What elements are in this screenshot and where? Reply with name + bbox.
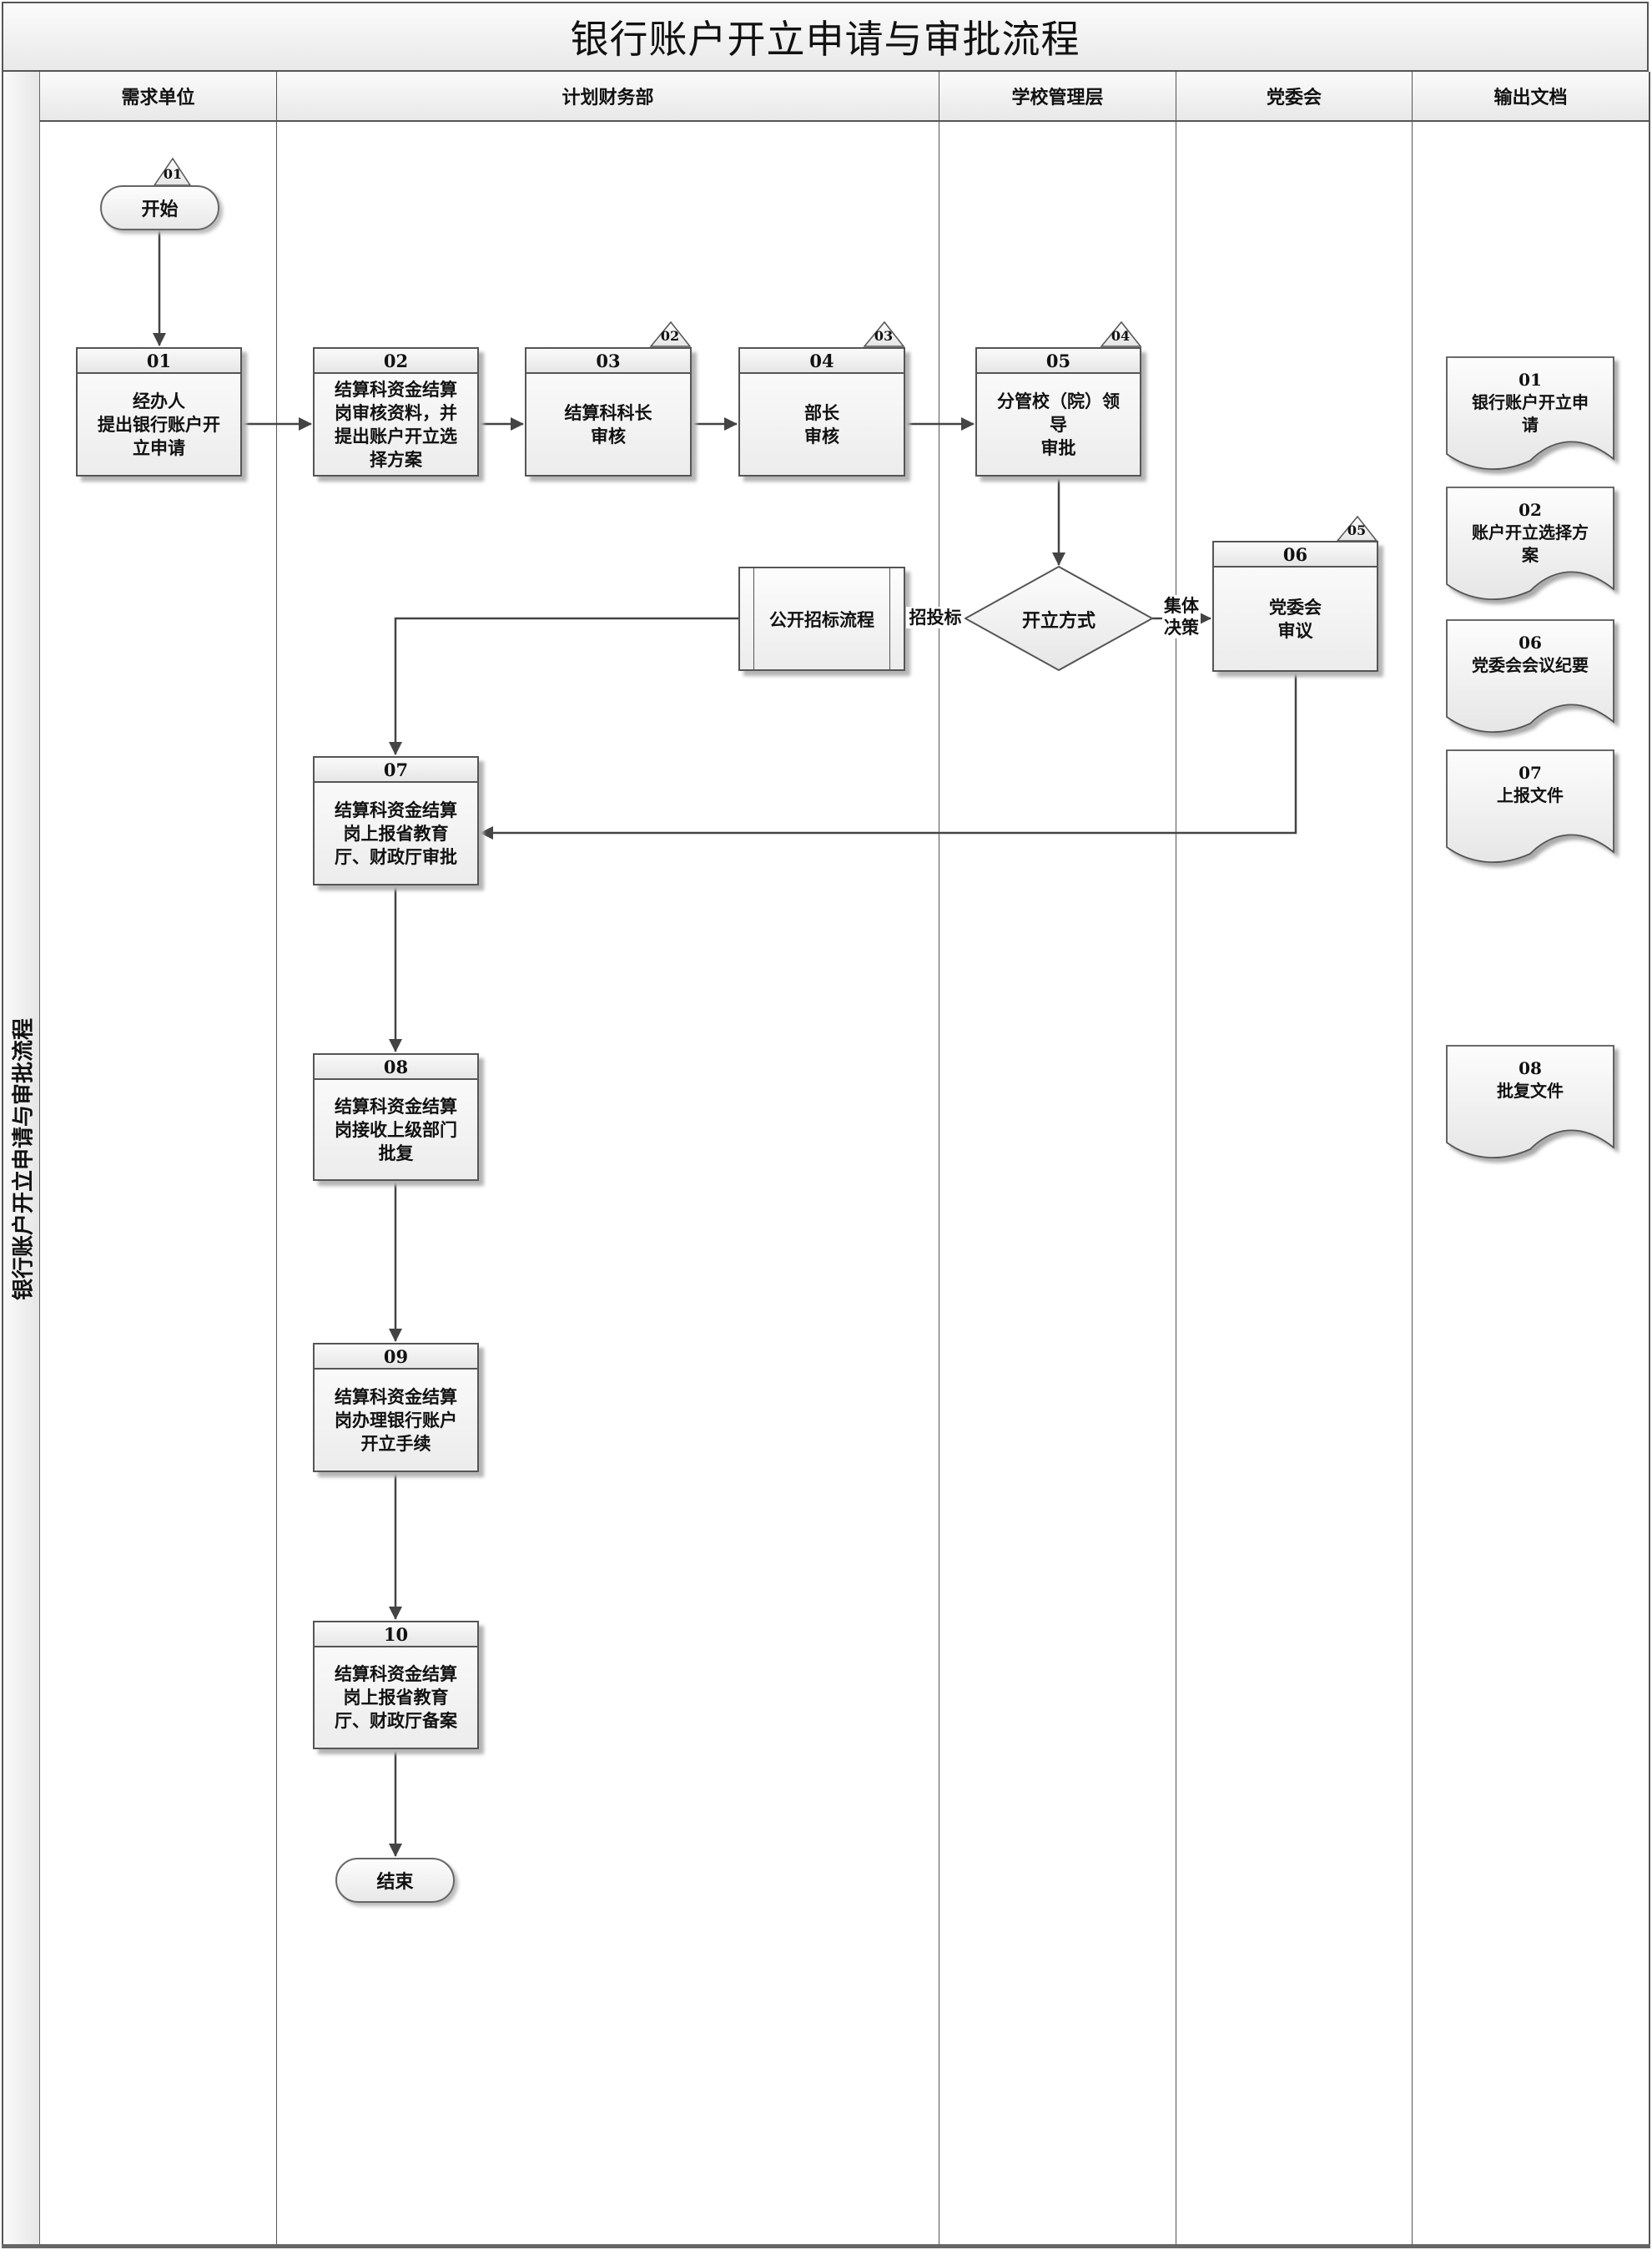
tag-06-text: 05 (1347, 522, 1367, 538)
lane-output-documents (1413, 122, 1650, 2247)
process-step-01[interactable]: 01 经办人 提出银行账户开 立申请 (76, 347, 242, 477)
step-text: 结算科资金结算 岗审核资料，并 提出账户开立选 择方案 (335, 378, 457, 470)
process-step-05[interactable]: 05 分管校（院）领 导 审批 (975, 347, 1141, 477)
output-document-label: 01 银行账户开立申 请 (1472, 370, 1589, 435)
tag-start-text: 01 (163, 166, 183, 182)
step-text: 结算科资金结算 岗办理银行账户 开立手续 (335, 1385, 457, 1454)
start-terminator[interactable]: 开始 (100, 185, 219, 230)
process-step-09[interactable]: 09 结算科资金结算 岗办理银行账户 开立手续 (313, 1343, 479, 1472)
output-document-label: 06 党委会会议纪要 (1472, 633, 1589, 675)
step-number: 05 (977, 349, 1140, 374)
step-text: 党委会 审议 (1269, 596, 1322, 641)
edge-label-collective-decision: 集体 决策 (1162, 595, 1201, 638)
lane-header-label: 输出文档 (1493, 87, 1568, 108)
lane-header-party-committee: 党委会 (1176, 72, 1413, 122)
step-text: 结算科资金结算 岗上报省教育 厅、财政厅备案 (335, 1663, 457, 1731)
lane-header-label: 学校管理层 (1011, 87, 1104, 108)
diagram-title: 银行账户开立申请与审批流程 (570, 17, 1080, 62)
output-document-label: 08 批复文件 (1497, 1058, 1564, 1101)
step-number: 04 (740, 349, 904, 374)
pool-label: 银行账户开立申请与审批流程 (2, 72, 40, 2247)
end-terminator[interactable]: 结束 (335, 1858, 455, 1903)
decision-label: 开立方式 (1021, 610, 1095, 632)
process-step-04[interactable]: 04 部长 审核 (738, 347, 905, 477)
step-number: 03 (526, 349, 690, 374)
process-step-02[interactable]: 02 结算科资金结算 岗审核资料，并 提出账户开立选 择方案 (313, 347, 479, 477)
process-step-07[interactable]: 07 结算科资金结算 岗上报省教育 厅、财政厅审批 (313, 756, 479, 885)
lane-header-output-documents: 输出文档 (1413, 72, 1650, 122)
process-step-03[interactable]: 03 结算科科长 审核 (525, 347, 692, 477)
process-step-10[interactable]: 10 结算科资金结算 岗上报省教育 厅、财政厅备案 (313, 1621, 479, 1749)
step-text: 结算科资金结算 岗上报省教育 厅、财政厅审批 (335, 799, 457, 867)
step-number: 07 (315, 758, 477, 783)
lane-header-label: 党委会 (1266, 87, 1322, 108)
bottom-border (2, 2244, 1650, 2248)
process-step-08[interactable]: 08 结算科资金结算 岗接收上级部门 批复 (313, 1053, 479, 1181)
diagram-title-bar: 银行账户开立申请与审批流程 (2, 2, 1649, 72)
tag-04-text: 03 (874, 328, 894, 344)
step-text: 分管校（院）领 导 审批 (997, 390, 1120, 458)
tag-03-text: 02 (660, 328, 680, 344)
step-text: 经办人 提出银行账户开 立申请 (98, 390, 220, 458)
lane-header-school-management: 学校管理层 (939, 72, 1176, 122)
process-step-06[interactable]: 06 党委会 审议 (1212, 541, 1378, 672)
lane-header-label: 计划财务部 (562, 87, 654, 108)
start-label: 开始 (141, 199, 179, 220)
step-text: 结算科资金结算 岗接收上级部门 批复 (335, 1095, 457, 1163)
tag-05-text: 04 (1111, 328, 1131, 344)
edge-label-tender: 招投标 (906, 607, 965, 628)
step-text: 结算科科长 审核 (564, 401, 652, 446)
subprocess-label: 公开招标流程 (769, 608, 874, 630)
end-label: 结束 (376, 1871, 414, 1893)
step-number: 08 (315, 1055, 477, 1080)
lane-header-finance-dept: 计划财务部 (277, 72, 939, 122)
step-number: 06 (1214, 542, 1377, 568)
step-number: 02 (315, 349, 477, 374)
output-document-label: 07 上报文件 (1497, 763, 1564, 805)
output-document-label: 02 账户开立选择方 案 (1472, 500, 1589, 565)
step-number: 09 (315, 1344, 477, 1370)
step-number: 10 (315, 1622, 477, 1647)
step-text: 部长 审核 (804, 401, 839, 446)
pool-label-text: 银行账户开立申请与审批流程 (11, 1017, 36, 1301)
lane-header-demand-unit: 需求单位 (40, 72, 277, 122)
step-number: 01 (78, 349, 240, 374)
lane-party-committee (1176, 122, 1413, 2247)
lane-header-label: 需求单位 (121, 87, 195, 108)
subprocess-public-tender[interactable]: 公开招标流程 (738, 567, 905, 671)
